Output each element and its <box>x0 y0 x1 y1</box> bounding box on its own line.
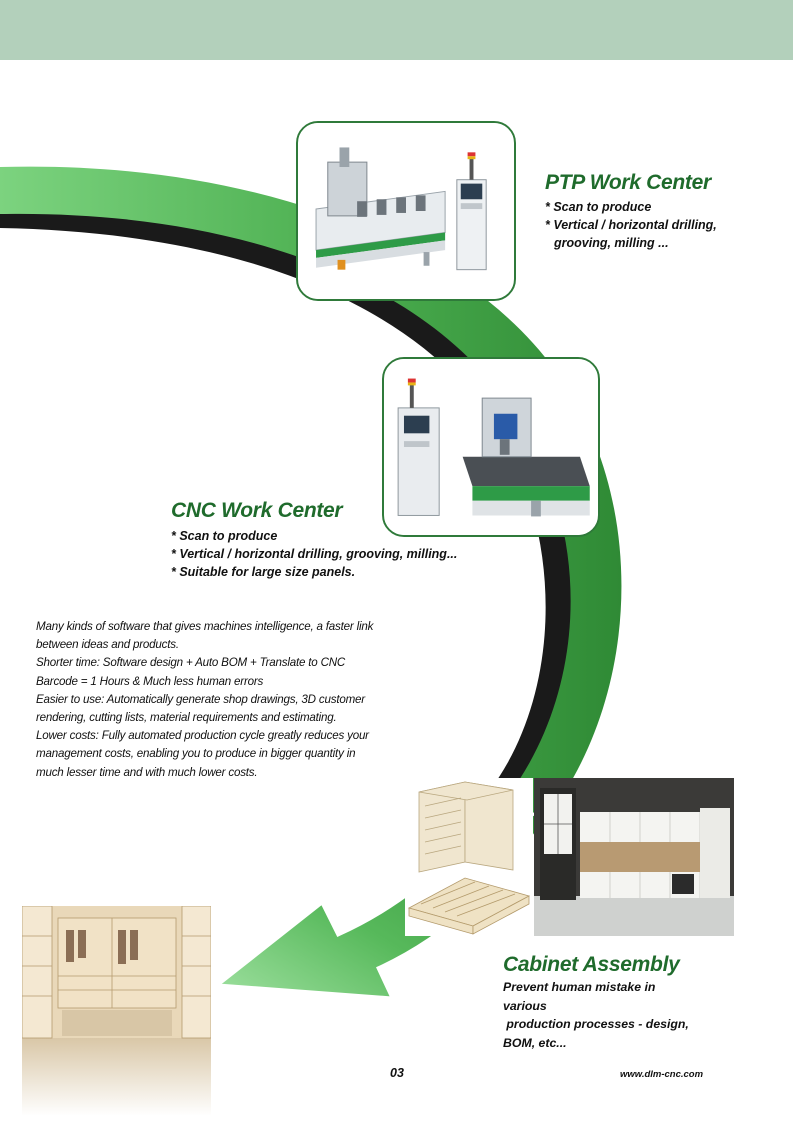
ptp-bullet: * Scan to produce <box>545 200 652 214</box>
software-line: Barcode = 1 Hours & Much less human erro… <box>36 674 264 688</box>
ptp-bullet: * Vertical / horizontal drilling, <box>545 218 717 232</box>
header-band <box>0 0 793 60</box>
software-line: between ideas and products. <box>36 638 179 652</box>
software-line: Lower costs: Fully automated production … <box>36 729 369 743</box>
ptp-machine-image <box>296 121 516 301</box>
cnc-bullets: * Scan to produce * Vertical / horizonta… <box>171 527 457 581</box>
ptp-title: PTP Work Center <box>545 171 711 194</box>
cnc-bullet: * Scan to produce <box>171 529 278 543</box>
kitchen-photo <box>534 778 734 936</box>
software-line: Shorter time: Software design + Auto BOM… <box>36 656 346 670</box>
cabinet-line: BOM, etc... <box>503 1035 567 1050</box>
software-line: Many kinds of software that gives machin… <box>36 620 374 633</box>
cnc-bullet: * Suitable for large size panels. <box>171 565 356 579</box>
cabinet-line: various <box>503 998 547 1013</box>
arc-band <box>0 166 622 821</box>
cabinet-line: production processes - design, <box>503 1017 689 1031</box>
arc-shadow <box>0 213 579 811</box>
ptp-bullets: * Scan to produce * Vertical / horizonta… <box>545 198 717 252</box>
cabinet-title: Cabinet Assembly <box>503 953 680 976</box>
cabinet-panels-image <box>405 778 533 936</box>
ptp-bullet: grooving, milling ... <box>554 236 669 250</box>
wardrobe-photo <box>22 906 211 1116</box>
website-link[interactable]: www.dlm-cnc.com <box>620 1069 704 1080</box>
software-line: much lesser time and with much lower cos… <box>36 765 258 779</box>
cabinet-description: Prevent human mistake in various product… <box>503 978 689 1052</box>
page-number: 03 <box>390 1066 404 1080</box>
software-line: rendering, cutting lists, material requi… <box>36 711 337 725</box>
software-line: management costs, enabling you to produc… <box>36 747 356 761</box>
software-description: Many kinds of software that gives machin… <box>36 618 381 782</box>
cnc-machine-image <box>382 357 600 537</box>
software-line: Easier to use: Automatically generate sh… <box>36 692 365 706</box>
cnc-title: CNC Work Center <box>171 499 343 522</box>
cabinet-line: Prevent human mistake in <box>503 980 656 994</box>
cnc-bullet: * Vertical / horizontal drilling, groovi… <box>171 547 458 561</box>
